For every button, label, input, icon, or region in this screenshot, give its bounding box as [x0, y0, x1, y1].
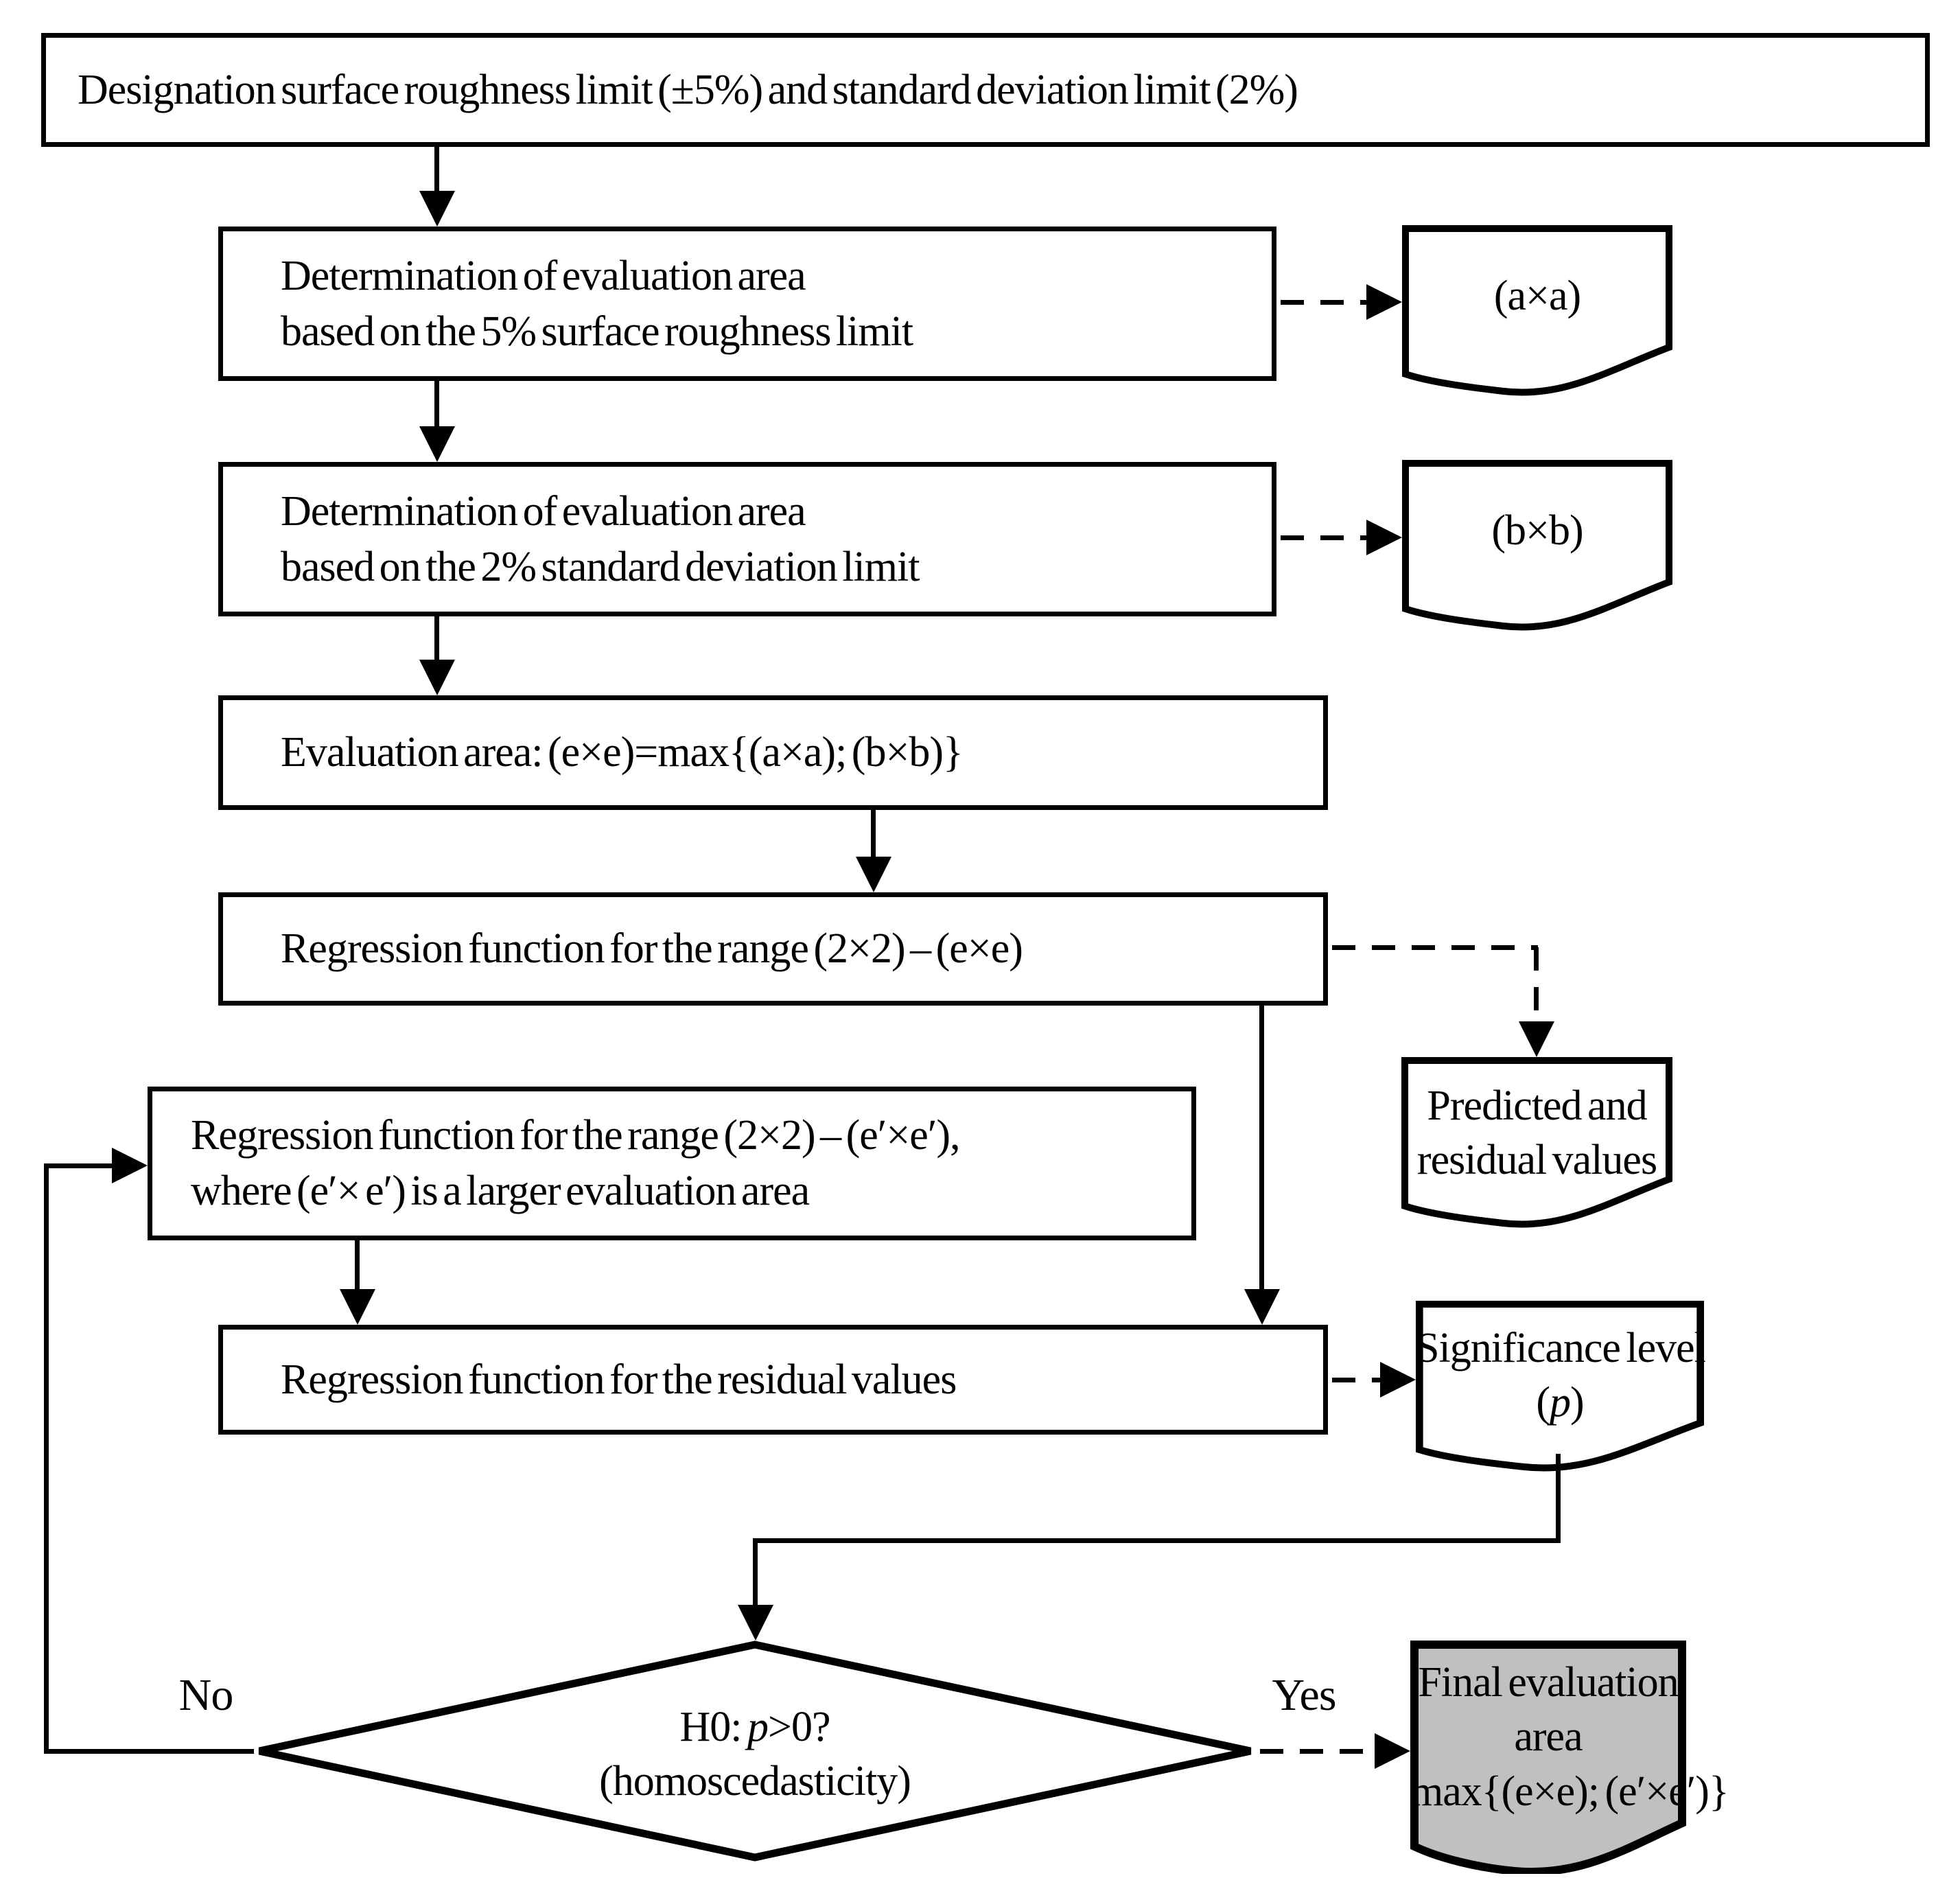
- decision-diamond-shape: [258, 1641, 1252, 1862]
- connector-significance-left: [753, 1538, 1561, 1543]
- doc-final-label: Final evaluation area max{(e×e); (e′×e′)…: [1410, 1656, 1729, 1819]
- doc-predicted-line1: Predicted and: [1427, 1082, 1647, 1129]
- flow-box-regression-range-e: Regression function for the range (2×2) …: [218, 892, 1328, 1006]
- doc-final-line1: Final evaluation: [1418, 1659, 1679, 1706]
- flow-box-regression-residual: Regression function for the residual val…: [218, 1325, 1328, 1435]
- flow-box-evaluation-area-text: Evaluation area: (e×e)=max{(a×a); (b×b)}: [281, 729, 964, 776]
- doc-significance-line1: Significance level: [1416, 1325, 1706, 1371]
- connector-regression-e-to-residual: [1259, 1006, 1264, 1290]
- arrowhead-regression-e-into-residual: [1244, 1289, 1280, 1325]
- doc-final-line3: max{(e×e); (e′×e′)}: [1410, 1768, 1729, 1815]
- arrowhead-eprime-into-residual: [340, 1289, 375, 1325]
- arrowhead-into-determination5: [419, 191, 455, 227]
- dashed-connector-yes: [1260, 1749, 1375, 1754]
- arrowhead-into-decision: [738, 1605, 773, 1641]
- flow-box-regression-residual-text: Regression function for the residual val…: [281, 1356, 957, 1403]
- flow-box-regression-range-e-prime: Regression function for the range (2×2) …: [148, 1087, 1196, 1240]
- arrowhead-yes-into-final: [1375, 1733, 1410, 1769]
- flow-box-determination-5pct-line2: based on the 5% surface roughness limit: [281, 308, 913, 355]
- yes-branch-label: Yes: [1272, 1670, 1336, 1720]
- flow-box-regression-range-e-prime-line2: where (e′× e′) is a larger evaluation ar…: [191, 1168, 810, 1214]
- no-loop-bottom: [44, 1749, 254, 1754]
- no-loop-left: [44, 1163, 49, 1754]
- arrowhead-into-predicted: [1519, 1021, 1554, 1057]
- document-shape-axa: [1402, 225, 1672, 396]
- connector-eprime-to-residual: [355, 1240, 360, 1290]
- dashed-connector-to-doc-axa: [1281, 300, 1366, 305]
- no-branch-label: No: [178, 1670, 234, 1720]
- doc-predicted-label: Predicted and residual values: [1401, 1079, 1672, 1188]
- document-shape-final: [1410, 1641, 1686, 1874]
- arrowhead-no-into-eprime: [112, 1148, 148, 1183]
- arrowhead-into-regression-e: [856, 857, 891, 892]
- arrowhead-into-doc-bxb: [1366, 520, 1402, 555]
- arrowhead-into-significance: [1380, 1362, 1416, 1398]
- connector-determination2-to-evaluation: [434, 616, 439, 661]
- flow-box-determination-5pct: Determination of evaluation area based o…: [218, 227, 1276, 381]
- significance-p-symbol: p: [1550, 1379, 1571, 1426]
- connector-evaluation-to-regression-e: [871, 810, 876, 858]
- arrowhead-into-evaluation: [419, 660, 455, 695]
- dashed-connector-regression-e-out: [1332, 945, 1538, 950]
- doc-predicted-line2: residual values: [1416, 1137, 1657, 1184]
- flow-box-determination-2pct-line1: Determination of evaluation area: [281, 487, 806, 535]
- flow-box-regression-range-e-prime-line1: Regression function for the range (2×2) …: [191, 1112, 961, 1159]
- document-shape-bxb: [1402, 460, 1672, 631]
- decision-line1: H0: p>0?: [679, 1704, 831, 1750]
- connector-significance-down: [1556, 1454, 1561, 1541]
- flow-box-determination-5pct-line1: Determination of evaluation area: [281, 252, 806, 299]
- doc-significance-line2: (p): [1536, 1379, 1584, 1426]
- flow-box-determination-2pct-line2: based on the 2% standard deviation limit: [281, 543, 920, 590]
- document-shape-predicted: [1401, 1057, 1672, 1228]
- decision-p-symbol: p: [747, 1704, 769, 1750]
- connector-into-decision: [753, 1538, 758, 1605]
- dashed-connector-down-to-predicted: [1534, 947, 1539, 1021]
- doc-significance-label: Significance level (p): [1416, 1321, 1706, 1430]
- document-shape-significance: [1416, 1301, 1704, 1472]
- flow-box-evaluation-area: Evaluation area: (e×e)=max{(a×a); (b×b)}: [218, 695, 1328, 810]
- doc-bxb-label: (b×b): [1491, 507, 1583, 554]
- doc-axa-label: (a×a): [1493, 273, 1581, 319]
- connector-designation-to-determination5: [434, 147, 439, 195]
- arrowhead-into-determination2: [419, 426, 455, 462]
- flow-box-designation-limits-text: Designation surface roughness limit (±5%…: [78, 66, 1298, 113]
- connector-determination5-to-determination2: [434, 381, 439, 428]
- dashed-connector-to-doc-bxb: [1281, 535, 1366, 540]
- decision-diamond-label: H0: p>0? (homoscedasticity): [254, 1700, 1256, 1809]
- decision-line2: (homoscedasticity): [599, 1758, 911, 1805]
- arrowhead-into-doc-axa: [1366, 284, 1402, 320]
- flow-box-regression-range-e-text: Regression function for the range (2×2) …: [281, 925, 1023, 973]
- flow-box-designation-limits: Designation surface roughness limit (±5%…: [41, 33, 1930, 147]
- no-loop-top: [44, 1163, 113, 1168]
- flow-box-determination-2pct: Determination of evaluation area based o…: [218, 462, 1276, 616]
- doc-final-line2: area: [1514, 1713, 1583, 1761]
- dashed-connector-to-significance: [1332, 1378, 1380, 1382]
